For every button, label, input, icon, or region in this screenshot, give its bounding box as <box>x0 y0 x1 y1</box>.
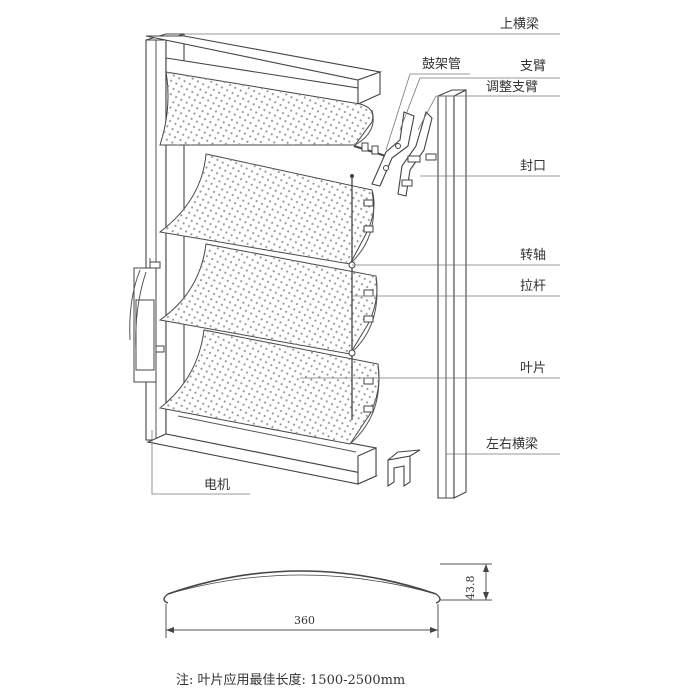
right-post <box>437 89 467 499</box>
blade-brackets <box>363 199 374 413</box>
label-seal: 封口 <box>520 159 546 174</box>
label-top-beam: 上横梁 <box>500 17 539 32</box>
height-dimension <box>440 563 492 601</box>
label-shaft: 转轴 <box>520 248 546 263</box>
label-blade: 叶片 <box>520 361 546 376</box>
blade-4 <box>158 329 380 445</box>
width-dimension <box>165 604 439 638</box>
label-side-beam: 左右横梁 <box>486 437 538 452</box>
blade-3 <box>158 243 378 355</box>
support-arm <box>371 111 415 187</box>
motor <box>129 258 165 383</box>
bottom-beam <box>146 407 378 485</box>
leader-lines <box>151 33 560 495</box>
dimension-width: 360 <box>294 614 315 627</box>
blade-1 <box>159 71 374 146</box>
label-pull-rod: 拉杆 <box>520 279 546 294</box>
label-adjust-arm: 调整支臂 <box>486 80 538 95</box>
adjust-support-arm <box>397 110 437 197</box>
dimension-height: 43.8 <box>464 576 477 601</box>
bottom-bracket <box>387 449 421 488</box>
label-support-arm: 支臂 <box>520 59 546 74</box>
blade-2 <box>158 153 375 265</box>
blade-length-note: 注: 叶片应用最佳长度: 1500-2500mm <box>176 672 405 688</box>
blade-profile <box>163 570 441 604</box>
label-drum-tube: 鼓架管 <box>422 57 461 72</box>
label-motor: 电机 <box>204 478 230 493</box>
